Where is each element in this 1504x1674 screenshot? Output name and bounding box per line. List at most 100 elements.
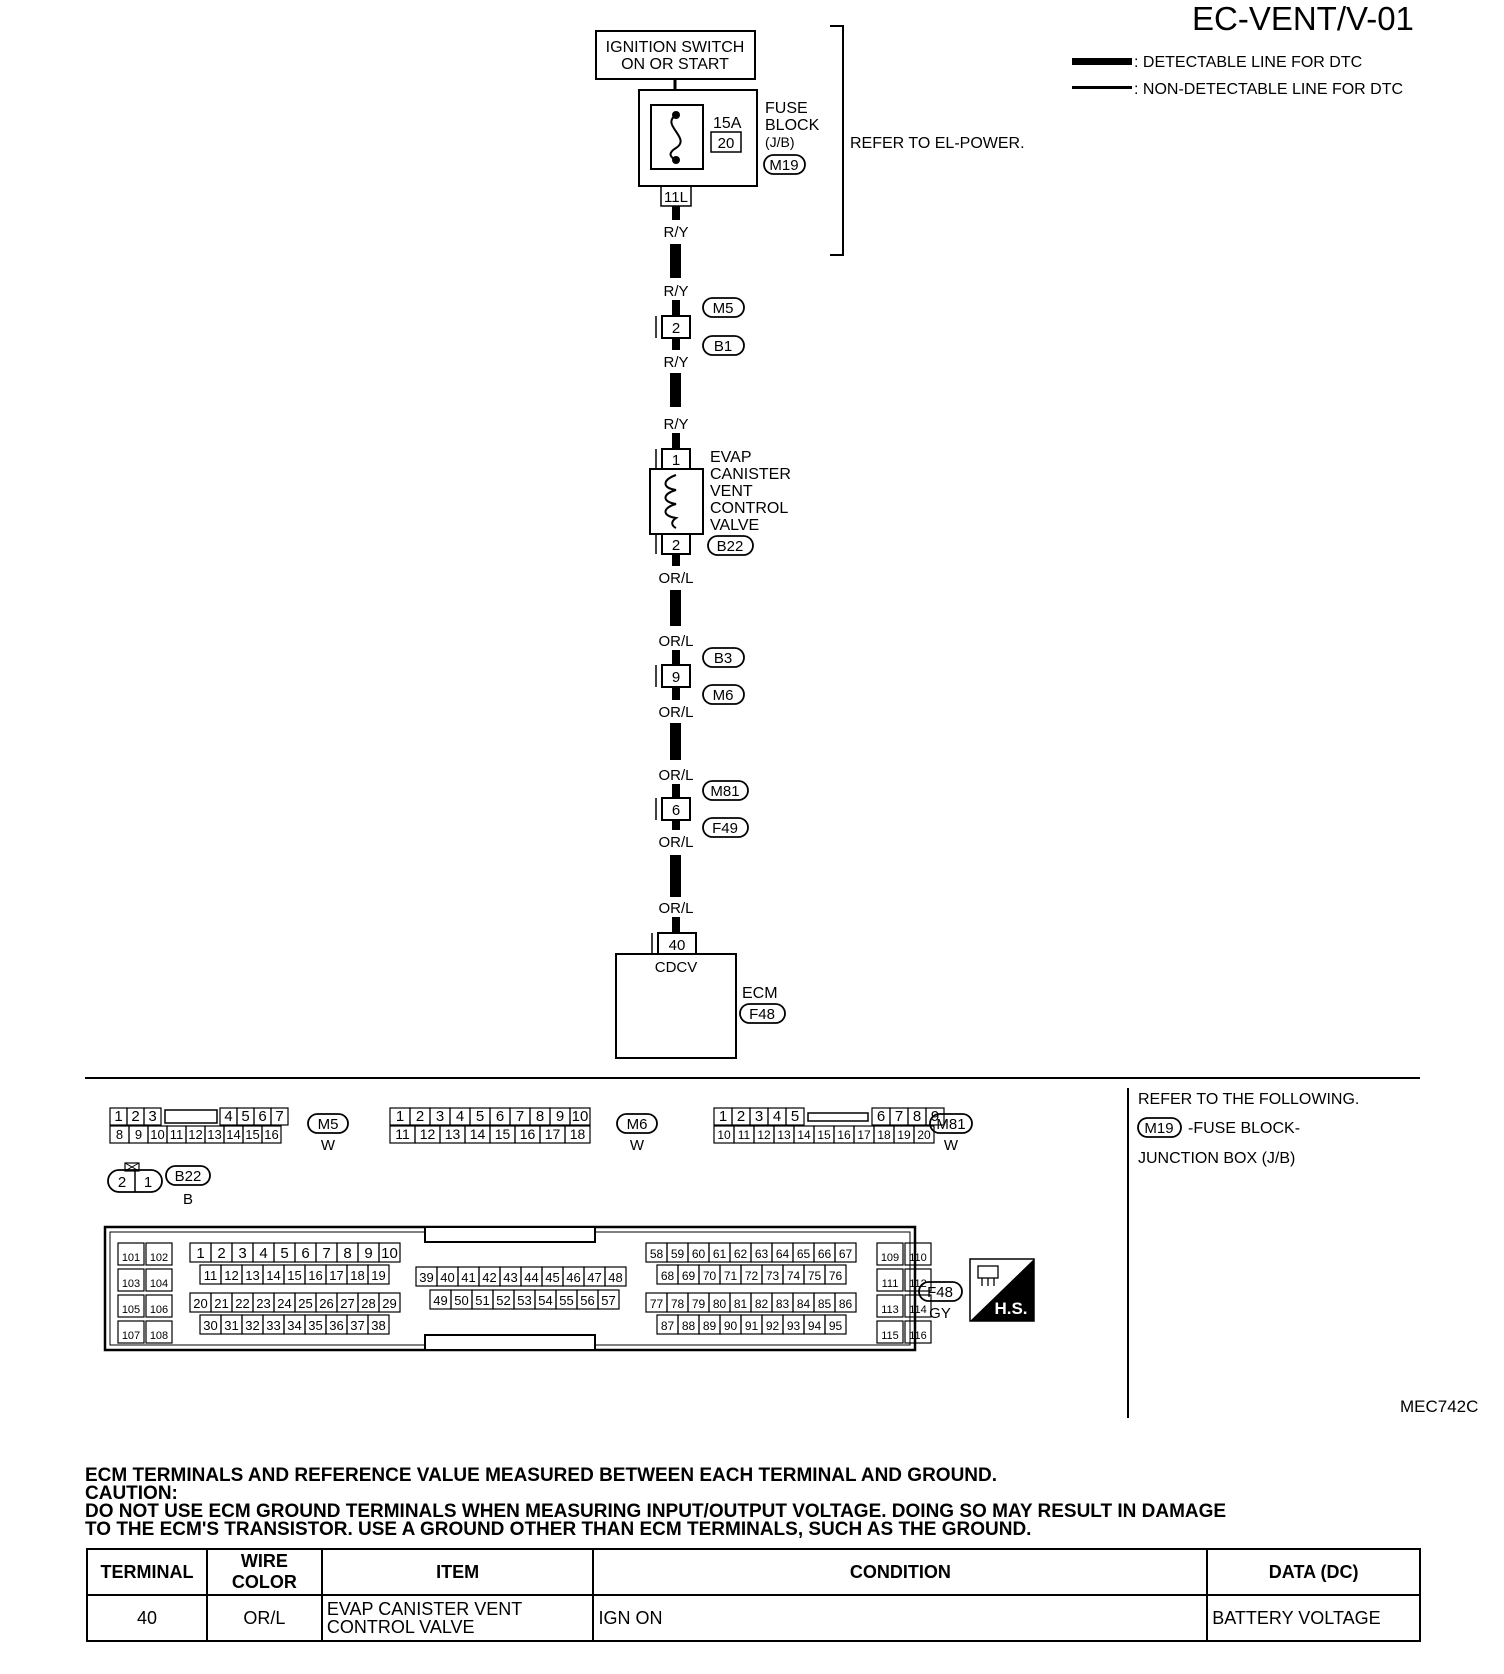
ecm-terminal-table: TERMINAL WIRE COLOR ITEM CONDITION DATA … [86, 1548, 1421, 1642]
f48-pin-12: 12 [224, 1268, 238, 1283]
m5-pin-16-cell [261, 1125, 282, 1144]
f48-pin-3: 3 [238, 1245, 246, 1262]
connector-badge-b22-text: B22 [717, 538, 744, 555]
m5-pin-9: 9 [135, 1127, 142, 1142]
f48-pin-30: 30 [203, 1318, 217, 1333]
f48-pin-69: 69 [682, 1269, 696, 1283]
header-condition: CONDITION [592, 1548, 1209, 1596]
evap-pin-bottom: 2 [672, 537, 680, 554]
wire-label-orl-6: OR/L [658, 900, 693, 917]
ignition-switch-line2: ON OR START [621, 56, 729, 73]
f48-pin-116: 116 [909, 1330, 927, 1342]
connector-badge-f49 [702, 817, 749, 838]
refer-following-line3: JUNCTION BOX (J/B) [1138, 1150, 1295, 1167]
f48-pin-101-cell [117, 1242, 145, 1266]
header-item: ITEM [320, 1548, 595, 1596]
m5-pin-4: 4 [224, 1108, 232, 1125]
f48-pin-115: 115 [881, 1330, 899, 1342]
connector-badge-m81 [702, 780, 749, 801]
f48-pin-73: 73 [766, 1269, 780, 1283]
f48-pin-54: 54 [538, 1293, 552, 1308]
f48-pin-17: 17 [329, 1268, 343, 1283]
m5-pin-5: 5 [241, 1108, 249, 1125]
m81-pin-13: 13 [777, 1128, 791, 1142]
m81-pin-9: 9 [931, 1108, 939, 1125]
connector-m81-face-color: W [944, 1137, 959, 1154]
header-data: DATA (DC) [1206, 1548, 1421, 1596]
f48-pin-107-cell [117, 1320, 145, 1344]
f48-pin-113-cell [876, 1294, 904, 1318]
m6-pin-17: 17 [545, 1126, 561, 1142]
f48-pin-81: 81 [734, 1297, 748, 1311]
evap-label-4: CONTROL [710, 500, 788, 517]
connector-badge-f49-text: F49 [712, 820, 738, 837]
f48-pin-104: 104 [150, 1278, 168, 1290]
m81-pin-12: 12 [757, 1128, 771, 1142]
m5-pin-8: 8 [116, 1127, 123, 1142]
f48-pin-115-cell [876, 1320, 904, 1344]
connector-badge-m19 [763, 154, 806, 175]
f48-pin-68: 68 [661, 1269, 675, 1283]
evap-label-5: VALVE [710, 517, 759, 534]
f48-pin-65: 65 [797, 1247, 811, 1261]
m81-pin-19: 19 [897, 1128, 911, 1142]
m6-pin-16: 16 [520, 1126, 536, 1142]
f48-pin-29-cell [378, 1292, 401, 1313]
f48-pin-41: 41 [461, 1270, 475, 1285]
f48-pin-89: 89 [703, 1319, 717, 1333]
f48-pin-28: 28 [361, 1296, 375, 1311]
m81-pin-20-cell [913, 1125, 935, 1144]
f48-pin-91: 91 [745, 1319, 759, 1333]
connector-badge-b1-text: B1 [714, 338, 732, 355]
notes-caution: CAUTION: [85, 1483, 178, 1504]
f48-pin-46: 46 [566, 1270, 580, 1285]
f48-pin-105: 105 [122, 1304, 140, 1316]
m81-pin-6: 6 [877, 1108, 885, 1125]
f48-pin-35: 35 [308, 1318, 322, 1333]
f48-pin-75: 75 [808, 1269, 822, 1283]
f48-pin-32: 32 [245, 1318, 259, 1333]
wire-label-orl-4: OR/L [658, 767, 693, 784]
f48-pin-110-cell [904, 1242, 932, 1266]
f48-pin-105-cell [117, 1294, 145, 1318]
m6-pin-13: 13 [445, 1126, 461, 1142]
fuse-amp: 15A [713, 115, 742, 132]
refer-following-line2: -FUSE BLOCK- [1188, 1120, 1300, 1137]
solenoid-coil-icon [664, 474, 679, 529]
m6-pin-10-cell [569, 1107, 591, 1126]
f48-pin-11: 11 [204, 1268, 218, 1283]
f48-pin-43: 43 [503, 1270, 517, 1285]
connector-badge-b1 [702, 335, 745, 356]
wire-label-ry-1: R/Y [663, 224, 688, 241]
cell-condition: IGN ON [592, 1594, 1209, 1642]
m5-pin-14: 14 [226, 1127, 240, 1142]
legend-nondetectable-swatch [1072, 86, 1132, 89]
f48-pin-67: 67 [839, 1247, 853, 1261]
notes-line1: ECM TERMINALS AND REFERENCE VALUE MEASUR… [85, 1465, 998, 1486]
cell-terminal: 40 [86, 1594, 208, 1642]
joint-m81-f49-pin: 6 [672, 802, 680, 819]
f48-pin-101: 101 [122, 1252, 140, 1264]
f48-pin-92: 92 [766, 1319, 780, 1333]
cell-wire-color: OR/L [205, 1594, 323, 1642]
evap-pin-top: 1 [672, 452, 680, 469]
m81-pin-9-cell [925, 1107, 945, 1126]
f48-pin-83: 83 [776, 1297, 790, 1311]
m5-pin-15: 15 [245, 1127, 259, 1142]
wire-orl-segment-2 [670, 723, 681, 760]
connector-badge-b22 [707, 535, 754, 556]
f48-pin-94: 94 [808, 1319, 822, 1333]
fuse-icon [669, 114, 682, 161]
joint-b3-m6-pin: 9 [672, 669, 680, 686]
wire-label-orl-3: OR/L [658, 704, 693, 721]
f48-pin-106-cell [145, 1294, 173, 1318]
m5-pin-12: 12 [188, 1127, 202, 1142]
f48-pin-59: 59 [671, 1247, 685, 1261]
f48-pin-16: 16 [308, 1268, 322, 1283]
notes-line3: DO NOT USE ECM GROUND TERMINALS WHEN MEA… [85, 1501, 1227, 1522]
m81-pin-15: 15 [817, 1128, 831, 1142]
f48-pin-1: 1 [196, 1245, 204, 1262]
connector-badge-m5-face [307, 1113, 349, 1134]
